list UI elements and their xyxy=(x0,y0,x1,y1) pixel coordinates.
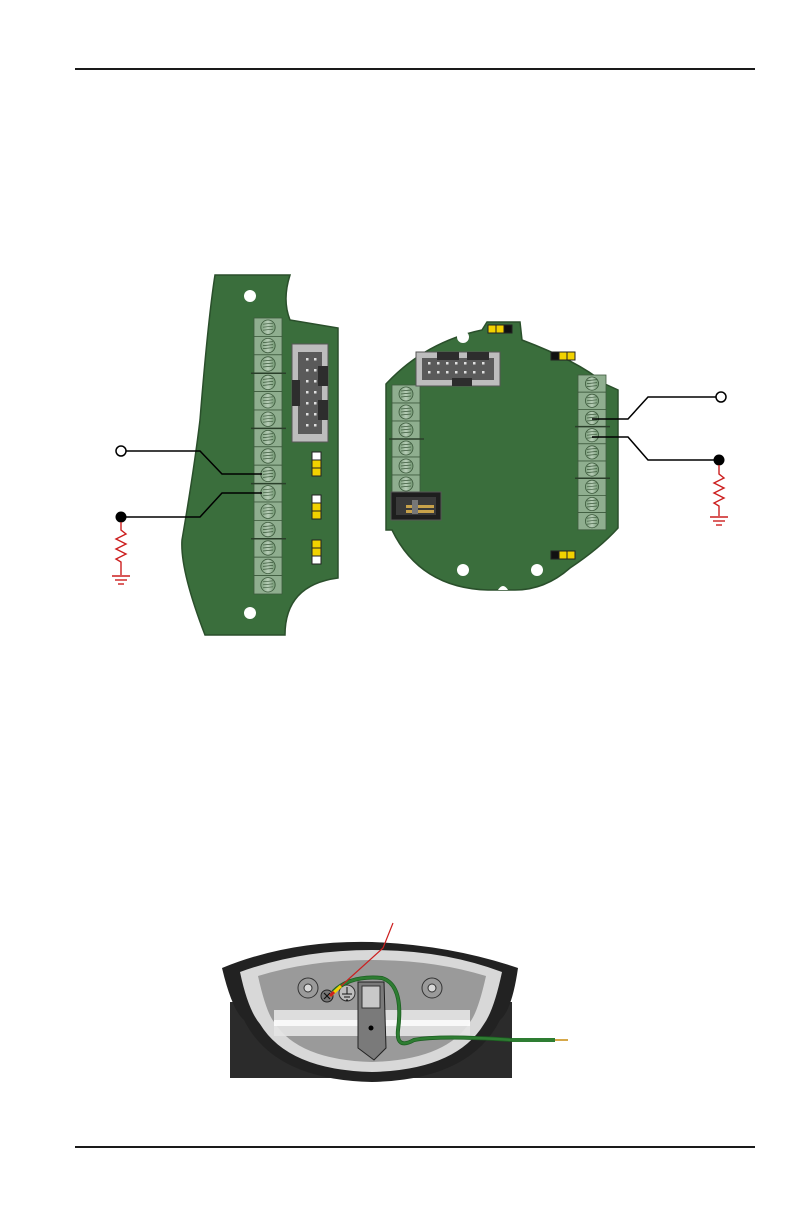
terminal-screw xyxy=(261,375,275,389)
terminal-screw xyxy=(261,357,275,371)
terminal-screw xyxy=(261,320,275,334)
mounting-hole xyxy=(244,290,256,302)
terminal-screw xyxy=(261,412,275,426)
resistor xyxy=(116,522,126,575)
side-connector xyxy=(391,492,441,520)
left-circuit-board xyxy=(182,275,338,635)
mounting-hole xyxy=(531,331,543,343)
terminal-screw xyxy=(261,578,275,592)
terminal-screw xyxy=(261,430,275,444)
right-board-right-terminal-strip xyxy=(575,375,610,530)
mounting-hole xyxy=(531,564,543,576)
housing-ground-diagram xyxy=(222,923,568,1082)
ground-icon xyxy=(710,517,728,525)
right-circuit-board xyxy=(386,322,618,590)
right-board-left-terminal-strip xyxy=(389,385,424,493)
left-terminal-strip xyxy=(251,318,286,594)
terminal-screw xyxy=(261,449,275,463)
terminal-screw xyxy=(261,522,275,536)
ribbon-connector xyxy=(416,352,500,386)
signal-terminal-closed xyxy=(714,455,725,466)
mounting-hole xyxy=(457,331,469,343)
terminal-screw xyxy=(261,467,275,481)
resistor xyxy=(714,465,724,516)
mounting-hole xyxy=(244,607,256,619)
signal-terminal-open xyxy=(116,446,126,456)
mounting-hole xyxy=(457,564,469,576)
terminal-screw xyxy=(261,504,275,518)
terminal-screw xyxy=(261,559,275,573)
terminal-screw xyxy=(261,394,275,408)
jumper-group xyxy=(312,452,321,564)
signal-terminal-open xyxy=(716,392,726,402)
signal-terminal-closed xyxy=(116,512,127,523)
ribbon-connector xyxy=(292,344,328,442)
terminal-screw xyxy=(261,541,275,555)
terminal-screw xyxy=(261,338,275,352)
ground-icon xyxy=(112,576,130,584)
terminal-screw xyxy=(261,486,275,500)
